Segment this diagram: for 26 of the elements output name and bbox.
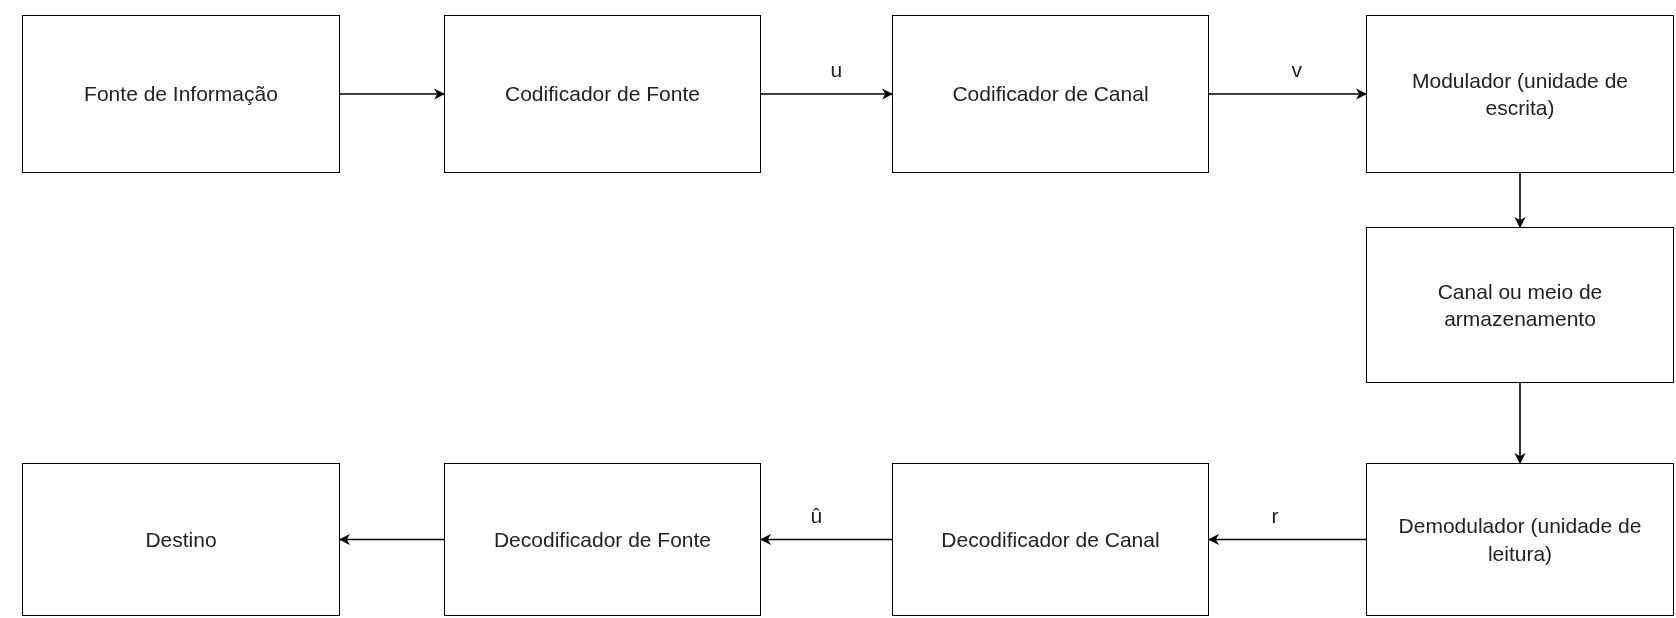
- box-label: Canal ou meio de armazenamento: [1436, 278, 1604, 332]
- arrow: [1208, 88, 1368, 100]
- box-label: Decodificador de Fonte: [493, 526, 712, 553]
- process-box: [444, 15, 761, 173]
- arrow: [1514, 382, 1526, 465]
- process-box: [892, 463, 1209, 616]
- arrow: [760, 88, 894, 100]
- process-box: [1366, 227, 1674, 383]
- process-box: [444, 463, 761, 616]
- arrow: [338, 533, 445, 546]
- arrow: [759, 533, 893, 546]
- box-label: Decodificador de Canal: [941, 526, 1160, 553]
- process-box: [1366, 463, 1674, 616]
- box-label: Codificador de Canal: [952, 81, 1149, 108]
- box-label: Fonte de Informação: [84, 81, 278, 108]
- process-box: [1366, 15, 1674, 173]
- process-box: [892, 15, 1209, 173]
- box-label: Modulador (unidade de escrita): [1411, 67, 1629, 121]
- box-label: Codificador de Fonte: [505, 81, 700, 108]
- box-label: Demodulador (unidade de leitura): [1397, 513, 1643, 567]
- process-box: [22, 463, 340, 616]
- arrow: [339, 88, 446, 100]
- arrow: [1207, 533, 1367, 546]
- arrow: [1514, 172, 1526, 229]
- process-box: [22, 15, 340, 173]
- box-label: Destino: [145, 526, 217, 553]
